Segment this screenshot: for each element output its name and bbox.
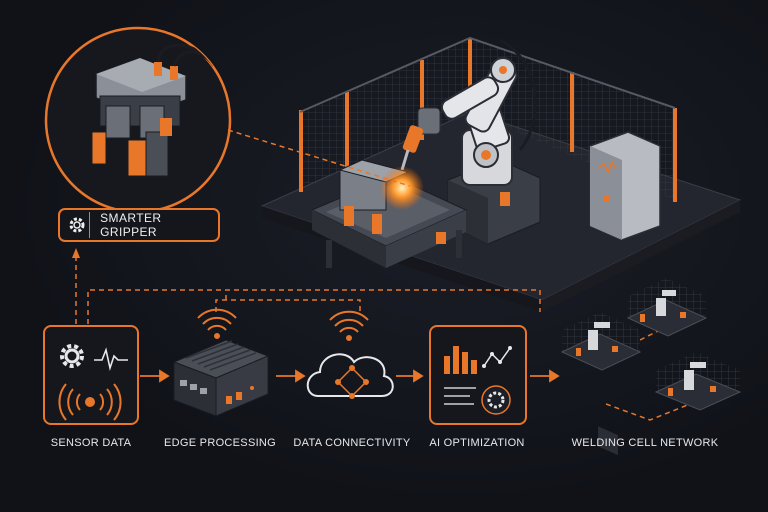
stage-label-welding-cell-network: WELDING CELL NETWORK [571,437,719,449]
edge-device-icon [172,308,270,417]
weld-spark [380,166,424,210]
data-flow-lines [75,256,691,421]
gripper-closeup [44,26,232,214]
flow-arrows [140,369,560,383]
cloud-network-icon [306,310,394,399]
signal-waves-icon [58,383,122,421]
stage-label-sensor-data: SENSOR DATA [50,437,132,449]
stage-label-ai-optimization: AI OPTIMIZATION [429,437,525,449]
welding-cells-icon [560,278,742,411]
gear-icon [487,391,505,409]
stage-label-edge-processing: EDGE PROCESSING [163,437,277,449]
gear-icon [60,344,84,368]
control-cabinet [589,131,661,456]
waveform-icon [94,347,128,371]
gear-icon [64,212,91,238]
stage-label-data-connectivity: DATA CONNECTIVITY [293,437,411,449]
arrow-up-icon [72,248,80,258]
smarter-gripper-tag: SMARTER GRIPPER [58,208,220,242]
gripper-callout-line [227,129,411,187]
gripper-tag-label: SMARTER GRIPPER [100,211,162,239]
safety-fence-left [300,38,470,190]
sensor-data-box [43,325,139,425]
analytics-dashboard-icon [429,325,527,425]
